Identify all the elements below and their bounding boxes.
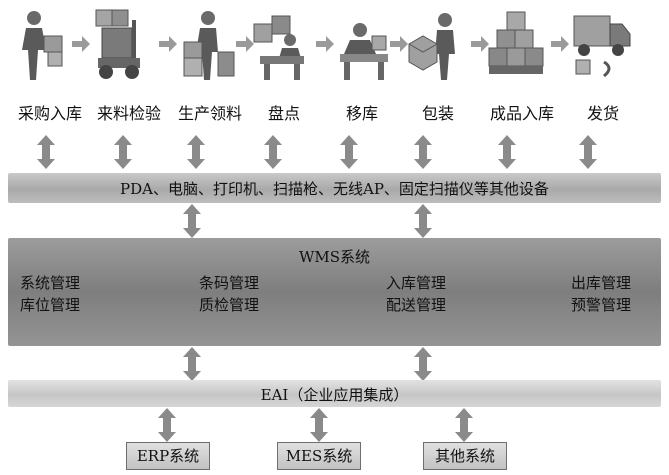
wms-module: 入库管理 <box>386 274 447 292</box>
wms-module-column: 出库管理 预警管理 <box>571 272 631 316</box>
stacked-boxes-icon <box>488 11 544 74</box>
delivery-truck-icon <box>573 15 631 78</box>
double-arrow-icon <box>37 135 55 169</box>
wms-title: WMS系统 <box>298 248 371 266</box>
purchase-worker-icon <box>22 11 63 80</box>
erp-system-box: ERP系统 <box>126 442 210 470</box>
wms-module: 配送管理 <box>386 296 447 314</box>
step-label-transfer: 移库 <box>345 104 379 123</box>
flow-arrow-icon <box>390 36 408 52</box>
step-label-inspection: 来料检验 <box>96 104 162 123</box>
step-label-shipping: 发货 <box>586 104 620 123</box>
wms-module-column: 条码管理 质检管理 <box>199 272 259 316</box>
wms-module: 质检管理 <box>199 296 260 314</box>
production-picking-icon <box>183 11 235 80</box>
forklift-inspection-icon <box>95 9 140 79</box>
transfer-worker-icon <box>340 23 388 80</box>
other-system-box: 其他系统 <box>423 442 507 470</box>
step-label-count: 盘点 <box>267 104 301 123</box>
step-label-purchase: 采购入库 <box>17 104 83 123</box>
step-label-warehousing: 成品入库 <box>489 104 555 123</box>
double-arrow-icon <box>414 135 432 169</box>
devices-band: PDA、电脑、打印机、扫描枪、无线AP、固定扫描仪等其他设备 <box>8 173 661 203</box>
double-arrow-icon <box>114 135 132 169</box>
flow-arrow-icon <box>471 36 489 52</box>
wms-module: 条码管理 <box>199 274 260 292</box>
inventory-count-icon <box>253 15 304 80</box>
double-arrow-icon <box>183 204 201 238</box>
flow-arrow-icon <box>72 36 90 52</box>
double-arrow-icon <box>264 135 282 169</box>
double-arrow-icon <box>414 204 432 238</box>
devices-label: PDA、电脑、打印机、扫描枪、无线AP、固定扫描仪等其他设备 <box>120 180 549 198</box>
double-arrow-icon <box>158 408 176 442</box>
double-arrow-icon <box>579 135 597 169</box>
step-label-picking: 生产领料 <box>177 104 243 123</box>
wms-module: 库位管理 <box>20 296 81 314</box>
eai-band: EAI（企业应用集成） <box>8 380 661 407</box>
flow-arrow-icon <box>236 36 254 52</box>
double-arrow-icon <box>455 408 473 442</box>
mes-system-box: MES系统 <box>277 442 361 470</box>
double-arrow-icon <box>414 347 432 381</box>
double-arrow-icon <box>498 135 516 169</box>
double-arrow-icon <box>340 135 358 169</box>
packing-worker-icon <box>408 13 455 80</box>
flow-arrow-icon <box>551 36 569 52</box>
eai-label: EAI（企业应用集成） <box>260 386 409 404</box>
wms-module-column: 系统管理 库位管理 <box>20 272 80 316</box>
double-arrow-icon <box>187 135 205 169</box>
wms-module: 预警管理 <box>571 296 632 314</box>
step-label-packing: 包装 <box>421 104 455 123</box>
wms-module: 系统管理 <box>20 274 81 292</box>
flow-arrow-icon <box>316 36 334 52</box>
wms-panel: WMS系统 系统管理 库位管理 条码管理 质检管理 入库管理 配送管理 出库管理… <box>8 238 661 346</box>
double-arrow-icon <box>183 347 201 381</box>
wms-module: 出库管理 <box>571 274 632 292</box>
wms-module-column: 入库管理 配送管理 <box>386 272 446 316</box>
double-arrow-icon <box>310 408 328 442</box>
flow-arrow-icon <box>159 36 177 52</box>
